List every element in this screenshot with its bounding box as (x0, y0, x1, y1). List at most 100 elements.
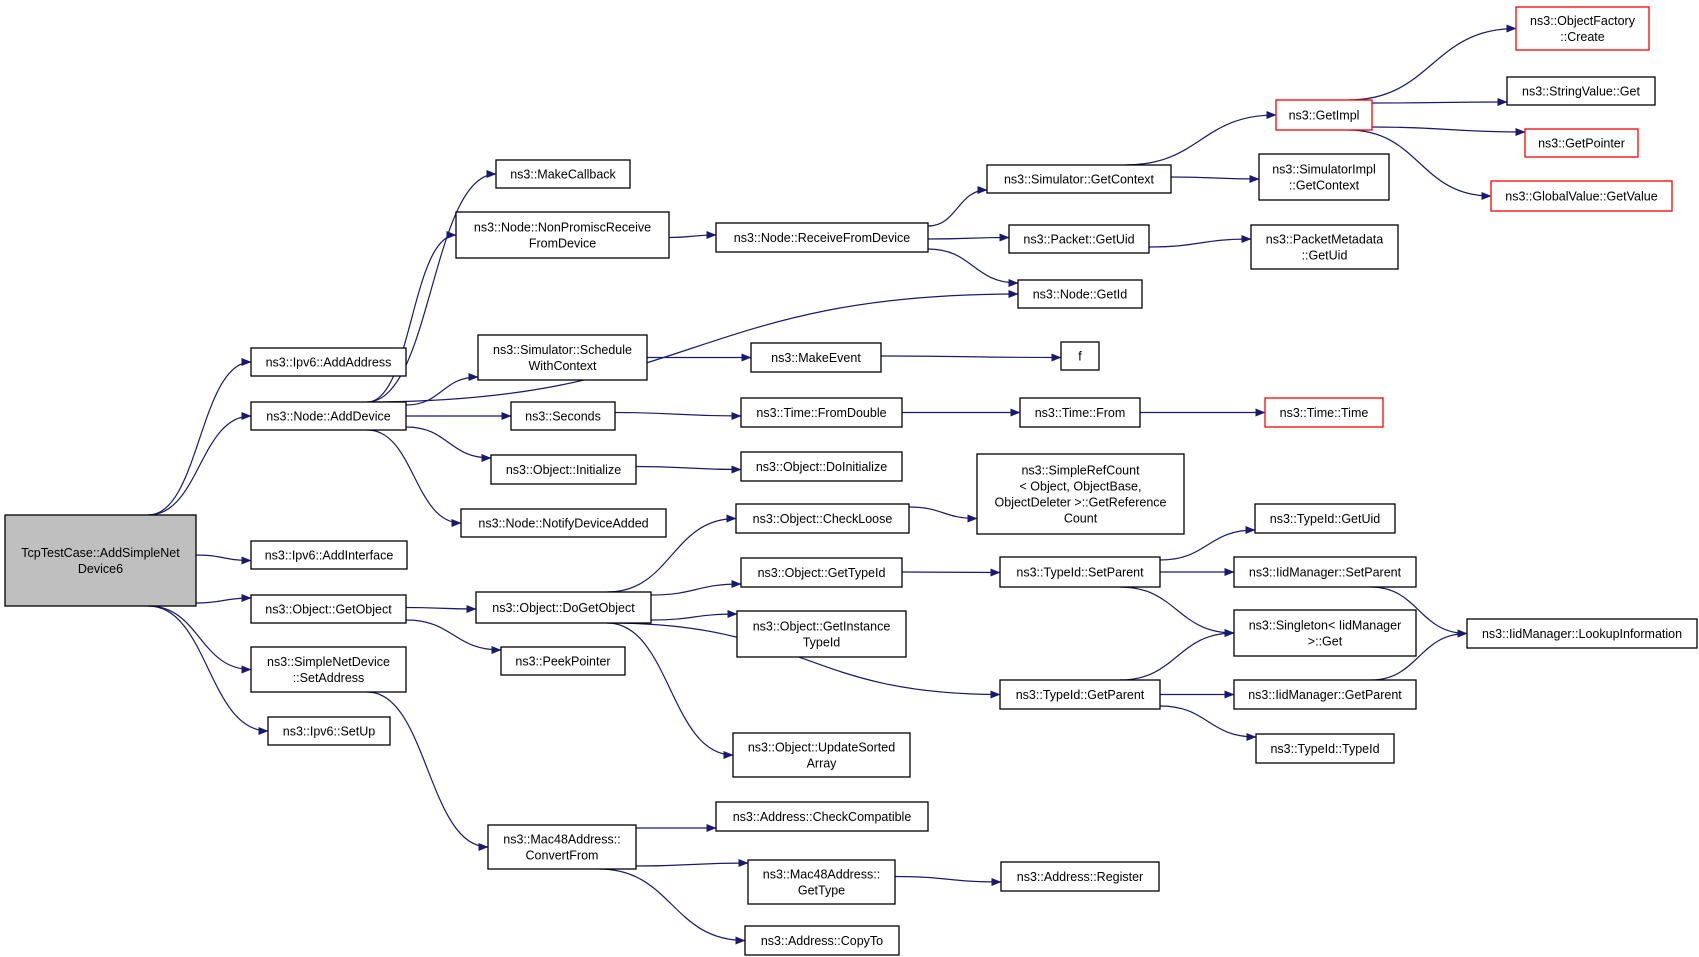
node-mac48-convertfrom[interactable]: ns3::Mac48Address::ConvertFrom (487, 824, 637, 870)
node-stringvalue-get[interactable]: ns3::StringValue::Get (1506, 76, 1656, 106)
node-box[interactable] (475, 591, 652, 624)
node-object-getobject[interactable]: ns3::Object::GetObject (250, 594, 407, 624)
node-peekpointer[interactable]: ns3::PeekPointer (500, 646, 626, 676)
node-object-checkloose[interactable]: ns3::Object::CheckLoose (735, 503, 910, 534)
node-box[interactable] (250, 401, 407, 431)
node-box[interactable] (1233, 679, 1417, 710)
node-box[interactable] (740, 397, 903, 428)
node-iidmanager-getparent[interactable]: ns3::IidManager::GetParent (1233, 679, 1417, 710)
node-iidmanager-setparent[interactable]: ns3::IidManager::SetParent (1233, 556, 1417, 588)
node-iidmanager-lookupinformation[interactable]: ns3::IidManager::LookupInformation (1466, 618, 1698, 649)
node-box[interactable] (250, 347, 407, 377)
node-box[interactable] (1506, 76, 1656, 106)
node-objectfactory-create[interactable]: ns3::ObjectFactory::Create (1515, 6, 1650, 51)
node-typeid-getparent[interactable]: ns3::TypeId::GetParent (999, 679, 1161, 710)
node-address-copyto[interactable]: ns3::Address::CopyTo (744, 925, 900, 956)
node-box[interactable] (1233, 609, 1417, 657)
node-ipv6-addinterface[interactable]: ns3::Ipv6::AddInterface (250, 540, 408, 570)
node-box[interactable] (1275, 99, 1373, 131)
node-time-fromdouble[interactable]: ns3::Time::FromDouble (740, 397, 903, 428)
node-typeid-setparent[interactable]: ns3::TypeId::SetParent (999, 556, 1161, 588)
node-box[interactable] (976, 453, 1185, 535)
node-singleton-get[interactable]: ns3::Singleton< IidManager>::Get (1233, 609, 1417, 657)
node-mac48-gettype[interactable]: ns3::Mac48Address::GetType (747, 859, 896, 905)
node-box[interactable] (487, 824, 637, 870)
node-object-initialize[interactable]: ns3::Object::Initialize (490, 454, 637, 485)
node-box[interactable] (267, 716, 391, 746)
node-box[interactable] (715, 222, 929, 253)
node-box[interactable] (250, 540, 408, 570)
node-box[interactable] (500, 646, 626, 676)
node-box[interactable] (1524, 128, 1639, 158)
node-time-time[interactable]: ns3::Time::Time (1264, 397, 1384, 428)
node-box[interactable] (455, 211, 670, 259)
node-box[interactable] (1490, 180, 1673, 212)
node-object-doinitialize[interactable]: ns3::Object::DoInitialize (740, 451, 903, 482)
node-box[interactable] (740, 451, 903, 482)
node-makecallback[interactable]: ns3::MakeCallback (495, 159, 631, 189)
node-box[interactable] (250, 646, 407, 693)
node-box[interactable] (1019, 397, 1141, 428)
node-box[interactable] (986, 164, 1172, 194)
node-typeid-getuid[interactable]: ns3::TypeId::GetUid (1254, 503, 1396, 534)
node-makeevent[interactable]: ns3::MakeEvent (750, 342, 882, 373)
node-box[interactable] (736, 610, 907, 658)
node-node-getid[interactable]: ns3::Node::GetId (1017, 279, 1143, 309)
node-box[interactable] (1264, 397, 1384, 428)
node-box[interactable] (4, 514, 197, 607)
node-box[interactable] (744, 925, 900, 956)
node-packetmetadata-getuid[interactable]: ns3::PacketMetadata::GetUid (1250, 224, 1399, 270)
node-box[interactable] (1255, 733, 1395, 764)
node-box[interactable] (999, 556, 1161, 588)
node-box[interactable] (477, 334, 648, 381)
node-getimpl[interactable]: ns3::GetImpl (1275, 99, 1373, 131)
node-typeid-typeid[interactable]: ns3::TypeId::TypeId (1255, 733, 1395, 764)
node-box[interactable] (747, 859, 896, 905)
node-node-adddevice[interactable]: ns3::Node::AddDevice (250, 401, 407, 431)
node-packet-getuid[interactable]: ns3::Packet::GetUid (1008, 224, 1150, 254)
node-box[interactable] (740, 557, 903, 588)
node-node-notifydeviceadded[interactable]: ns3::Node::NotifyDeviceAdded (460, 508, 667, 538)
node-box[interactable] (1233, 556, 1417, 588)
node-box[interactable] (1515, 6, 1650, 51)
node-box[interactable] (510, 401, 616, 431)
node-time-from[interactable]: ns3::Time::From (1019, 397, 1141, 428)
node-simplenetdevice-setaddress[interactable]: ns3::SimpleNetDevice::SetAddress (250, 646, 407, 693)
node-box[interactable] (1060, 341, 1100, 371)
node-ipv6-addaddress[interactable]: ns3::Ipv6::AddAddress (250, 347, 407, 377)
node-box[interactable] (715, 801, 929, 832)
node-object-dogetobject[interactable]: ns3::Object::DoGetObject (475, 591, 652, 624)
node-object-gettypeid[interactable]: ns3::Object::GetTypeId (740, 557, 903, 588)
node-box[interactable] (735, 503, 910, 534)
node-box[interactable] (1250, 224, 1399, 270)
node-box[interactable] (460, 508, 667, 538)
node-simulator-getcontext[interactable]: ns3::Simulator::GetContext (986, 164, 1172, 194)
node-box[interactable] (490, 454, 637, 485)
node-box[interactable] (1258, 153, 1390, 201)
node-seconds[interactable]: ns3::Seconds (510, 401, 616, 431)
node-box[interactable] (999, 679, 1161, 710)
node-f[interactable]: f (1060, 341, 1100, 371)
node-address-register[interactable]: ns3::Address::Register (1000, 861, 1160, 892)
node-box[interactable] (250, 594, 407, 624)
node-simplerefcount[interactable]: ns3::SimpleRefCount< Object, ObjectBase,… (976, 453, 1185, 535)
node-box[interactable] (732, 732, 911, 778)
node-box[interactable] (1000, 861, 1160, 892)
node-box[interactable] (1254, 503, 1396, 534)
node-box[interactable] (1017, 279, 1143, 309)
node-simulatorimpl-getcontext[interactable]: ns3::SimulatorImpl::GetContext (1258, 153, 1390, 201)
node-node-receivefromdevice[interactable]: ns3::Node::ReceiveFromDevice (715, 222, 929, 253)
node-box[interactable] (1466, 618, 1698, 649)
node-address-checkcompatible[interactable]: ns3::Address::CheckCompatible (715, 801, 929, 832)
node-box[interactable] (750, 342, 882, 373)
node-box[interactable] (1008, 224, 1150, 254)
node-getpointer[interactable]: ns3::GetPointer (1524, 128, 1639, 158)
node-globalvalue-getvalue[interactable]: ns3::GlobalValue::GetValue (1490, 180, 1673, 212)
node-ipv6-setup[interactable]: ns3::Ipv6::SetUp (267, 716, 391, 746)
node-box[interactable] (495, 159, 631, 189)
